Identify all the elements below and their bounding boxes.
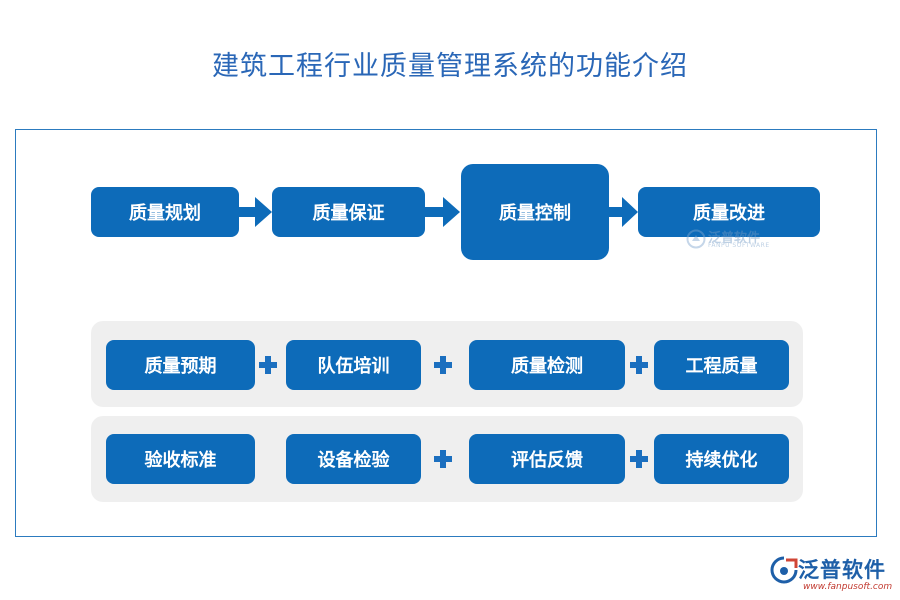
- grid-item-evaluation-feedback: 评估反馈: [469, 434, 625, 484]
- logo-url: www.fanpusoft.com: [803, 582, 893, 592]
- grid-item-engineering-quality: 工程质量: [654, 340, 789, 390]
- fanpu-watermark-icon: [686, 229, 706, 249]
- fanpu-logo-icon: [770, 556, 798, 584]
- grid-item-team-training: 队伍培训: [286, 340, 421, 390]
- grid-item-quality-inspection: 质量检测: [469, 340, 625, 390]
- plus-icon: [630, 356, 648, 374]
- flow-step-quality-control: 质量控制: [461, 164, 609, 260]
- fanpu-logo: 泛普软件 www.fanpusoft.com: [770, 554, 895, 594]
- flow-arrow-3-icon: [609, 197, 638, 227]
- plus-icon: [434, 356, 452, 374]
- diagram-frame: [15, 129, 877, 537]
- watermark-name: 泛普软件: [708, 231, 761, 246]
- flow-step-quality-assurance: 质量保证: [272, 187, 425, 237]
- watermark-sub: FANPU SOFTWARE: [708, 242, 770, 249]
- page-title: 建筑工程行业质量管理系统的功能介绍: [212, 51, 688, 82]
- watermark: 泛普软件 FANPU SOFTWARE: [686, 227, 781, 251]
- grid-item-continuous-optimization: 持续优化: [654, 434, 789, 484]
- flow-step-quality-planning: 质量规划: [91, 187, 239, 237]
- flow-arrow-2-icon: [425, 197, 460, 227]
- plus-icon: [259, 356, 277, 374]
- plus-icon: [630, 450, 648, 468]
- plus-icon: [434, 450, 452, 468]
- logo-name: 泛普软件: [798, 558, 886, 582]
- flow-step-quality-improvement: 质量改进: [638, 187, 820, 237]
- grid-item-acceptance-standard: 验收标准: [106, 434, 255, 484]
- grid-item-quality-expectation: 质量预期: [106, 340, 255, 390]
- flow-arrow-1-icon: [239, 197, 272, 227]
- grid-item-equipment-inspection: 设备检验: [286, 434, 421, 484]
